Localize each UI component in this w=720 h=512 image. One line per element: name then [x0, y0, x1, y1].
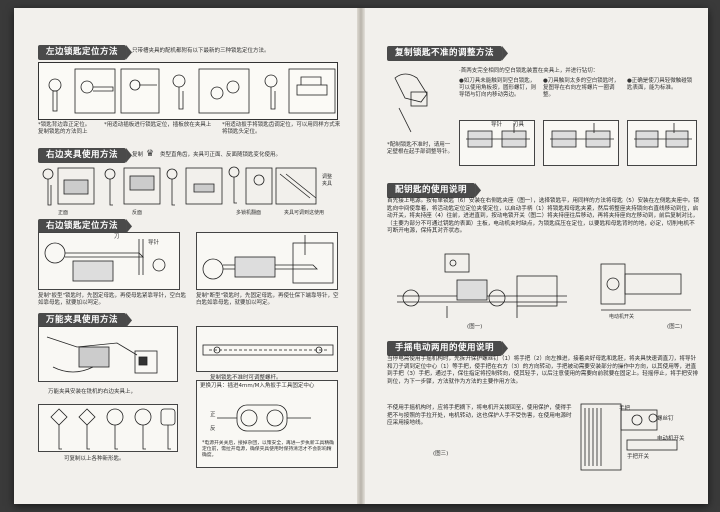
universal-caption-2: 可复制以上各种新形匙。: [64, 456, 125, 462]
clamp-label-back: 反面: [132, 210, 143, 216]
left-locate-note2: *用适动插板进行锁匙定位，插板放在夹具上: [104, 122, 212, 128]
adjust-illustration-2: [543, 120, 619, 166]
adjust-illustration-1: [459, 120, 535, 166]
section-title-universal: 万能夹具使用方法: [38, 313, 127, 328]
usage-paragraph: 首先接上电源。按有单锁匙（6）安装在右侧匙夹座（图一），选择锁匙平，用同样的方法…: [387, 198, 699, 235]
universal-caption-1: 万能夹具安装在铣机的右边夹具上，: [48, 389, 137, 395]
adjust-intro: ·首两支完全相同的空白锁匙装置在夹具上，并进行钻切：: [459, 68, 599, 74]
section-title-adjust: 复制锁匙不准的调整方法: [387, 46, 503, 61]
right-locate-illustration-1: [38, 232, 180, 290]
adjust-bullet-2: ●刀具触到太多的空白锁匙时，复图导在右向左将螺片一圈调整。: [543, 78, 620, 98]
figure-3-tag-handle: 手把: [619, 406, 631, 412]
blade-tag-reverse: 反: [210, 426, 216, 432]
right-locate-illustration-2: [196, 232, 338, 290]
blade-tag-forward: 正: [210, 412, 216, 418]
universal-caption-3: 复制锁匙不准时可调整螺杆。: [210, 375, 282, 381]
figure-3-tag-handle-switch: 手把开关: [627, 454, 650, 460]
left-locate-note1b: 复制锁匙的方法同上: [38, 129, 88, 135]
universal-safety-note: *电源开关关后，接掉杂团，以策安全，再进一步执新工具精确定位前，需拉开电源，确保…: [202, 441, 334, 458]
clamp-label-front: 正面: [58, 210, 69, 216]
universal-clamp-illustration: [38, 326, 178, 382]
clamp-label-adjustable: 夹具可调到这使用: [284, 210, 325, 216]
adjust-bullet-1: ●如刀具未能触到到空白锁匙，可以使用角板按，圆形螺钉，则导销与钉向内移动旁边。: [459, 78, 537, 98]
figure-1-illustration: [387, 250, 583, 322]
universal-caption-4: 更换刀具：插进4mm/M入角扳手工具固定中心: [200, 383, 315, 389]
figure-3-label: (图三): [433, 451, 449, 457]
adjust-bullet-3: ●正确是使刀具轻微触碰锁匙表面，能为标准。: [627, 78, 693, 91]
left-locate-intro: 只带槽夹具的配机都附有以下最新的三种锁匙定位方法。: [132, 48, 270, 54]
adjust-side-note: *配制锁匙不准时，请用一定壁根在起手部调整导针。: [387, 142, 454, 155]
figure-2-tag: 电动机开关: [609, 314, 635, 320]
key-types-illustration: [38, 404, 178, 452]
right-locate-tag-blade: 刀: [114, 234, 120, 240]
hand-adjust-illustration: [394, 73, 428, 133]
section-title-right-locate: 右边锁匙定位方法: [38, 219, 127, 234]
right-page: 复制锁匙不准的调整方法 ·首两支完全相同的空白锁匙装置在夹具上，并进行钻切： ●…: [363, 8, 708, 504]
left-locate-note1: *锁匙背边靠正定位。: [38, 122, 91, 128]
right-locate-caption-2: 复制"断型"锁匙时，先固定母匙，再使仕保下端靠导针，空白匙如靠母匙，就要加以呵定…: [196, 293, 339, 306]
right-clamp-intro: 复制: [132, 152, 144, 158]
blade-change-illustration: [196, 380, 338, 468]
right-clamp-intro2: 类型直角齿，夹具可正面、反面随锁匙变化使用。: [160, 152, 282, 158]
adjust-tag-guide: 导针: [491, 122, 503, 128]
adjust-illustration-3: [627, 120, 697, 166]
section-title-right-clamp: 右边夹具使用方法: [38, 148, 127, 163]
left-locate-note3: *用适动扳手将锁匙齿调定位，可以用同样方式来将锁匙头定位。: [222, 122, 341, 135]
figure-3-tag-motor-switch: 电动机开关: [657, 436, 685, 442]
adjust-tag-blade: 刀具: [513, 122, 525, 128]
clamp-label-flip: 多锁机翻面: [236, 210, 262, 216]
figure-1-label: (图一): [467, 324, 483, 330]
crown-key-icon: ♛: [146, 149, 155, 159]
left-locate-illustration-strip: [38, 62, 338, 120]
section-title-manual: 手摇电动两用的使用说明: [387, 341, 503, 356]
section-title-left-locate: 左边锁匙定位方法: [38, 45, 127, 60]
right-locate-caption-1: 复制"扳型"锁匙时，先固定母匙，再使母匙紧靠导针，空白匙如靠母匙，就要加以呵定。: [38, 293, 187, 306]
booklet-spine: [357, 8, 365, 504]
figure-2-illustration: [591, 250, 699, 326]
adjust-screw-illustration: [196, 326, 338, 372]
section-title-usage: 配钥匙的使用说明: [387, 183, 476, 198]
left-page: 左边锁匙定位方法 只带槽夹具的配机都附有以下最新的三种锁匙定位方法。 *锁匙背边…: [14, 8, 359, 504]
right-clamp-illustration-strip: [38, 164, 338, 210]
clamp-illustration: [42, 166, 317, 206]
manual-paragraph: 当停电需使用手摇机构时，先拆开保护螺丝钉（1）将手把（2）向左推进，接着夹好母匙…: [387, 356, 699, 385]
figure-2-label: (图二): [667, 324, 683, 330]
booklet: 左边锁匙定位方法 只带槽夹具的配机都附有以下最新的三种锁匙定位方法。 *锁匙背边…: [14, 8, 708, 504]
right-locate-tag-guide: 导针: [148, 240, 160, 246]
figure-3-tag-screw: 螺丝钉: [657, 416, 674, 422]
clamp-label-adjust: 调整 夹具: [322, 174, 333, 187]
figure-3-illustration: [577, 400, 699, 476]
manual-paragraph-2: 不使用手摇机构时，应将手把摘下，将电机开关拨回至，使用保护，使得手把不与按照的手…: [387, 405, 572, 427]
key-locate-illustration: [48, 68, 336, 114]
